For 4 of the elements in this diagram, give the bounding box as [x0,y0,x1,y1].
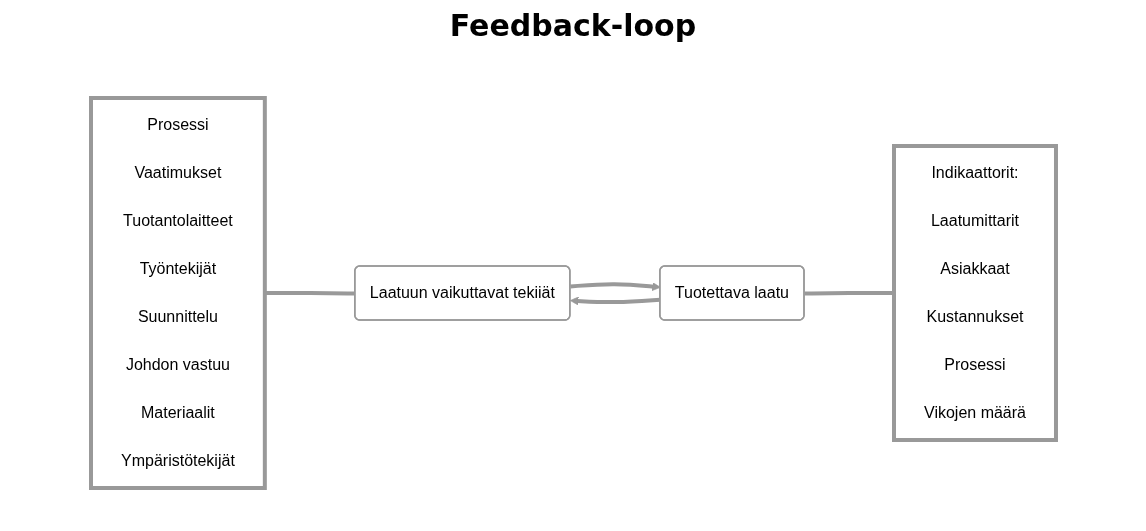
diagram-title: Feedback-loop [449,8,697,43]
node-box: Indikaattorit: Laatumittarit Asiakkaat Kustannukset Prosessi Vikojen määrä [891,143,1058,442]
node-box: Prosessi Vaatimukset Tuotantolaitteet Työntekijät Suunnittelu Johdon vastuu Materiaalit Ympäristötekijät [88,95,267,490]
arrow [569,296,660,305]
